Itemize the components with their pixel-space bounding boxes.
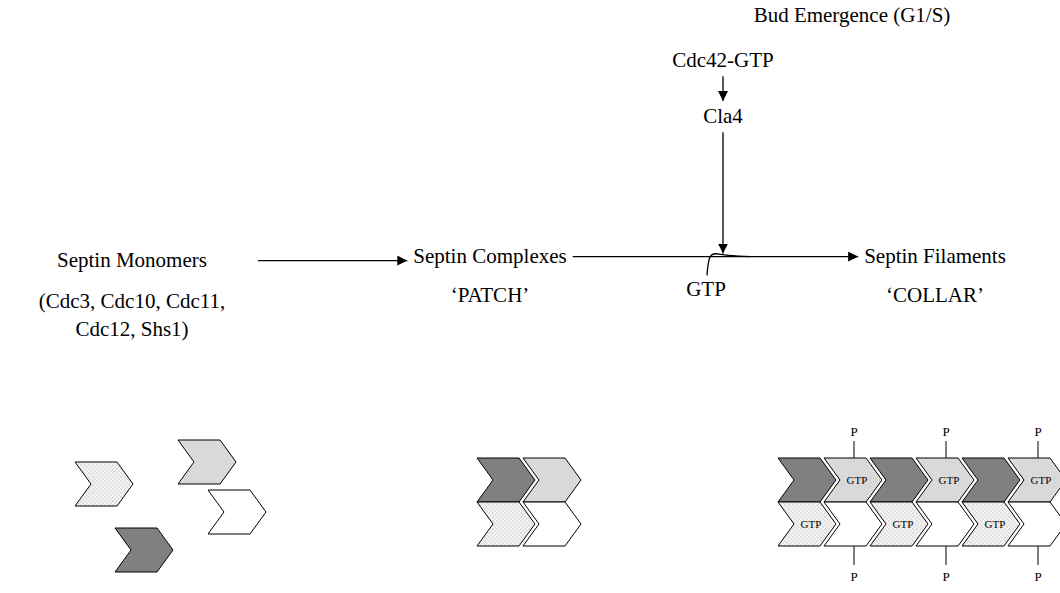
node-heading: Septin Complexes <box>413 244 566 269</box>
phosphate-label: P <box>1034 570 1041 584</box>
gtp-bound-label: GTP <box>939 474 960 486</box>
septin-chevron <box>115 528 173 572</box>
phosphate-line <box>946 546 947 565</box>
septin-chevron <box>477 458 535 502</box>
septin-chevron <box>824 458 882 502</box>
septin-chevron <box>523 502 581 546</box>
septin-chevron <box>962 502 1020 546</box>
phosphate-line <box>854 546 855 565</box>
phosphate-label: P <box>850 425 857 439</box>
node-heading: Septin Monomers <box>12 248 252 273</box>
septin-chevron <box>523 458 581 502</box>
gtp-bound-label: GTP <box>801 518 822 530</box>
gtp-input-curve <box>707 254 750 276</box>
arrow-connector <box>573 256 858 257</box>
gtp-input-label: GTP <box>686 278 726 301</box>
phosphate-label: P <box>850 570 857 584</box>
septin-chevron <box>75 462 133 506</box>
node-heading: Cla4 <box>703 104 743 129</box>
phosphate-line <box>854 441 855 458</box>
activation-arrow <box>722 132 723 253</box>
node-heading: Cdc42-GTP <box>672 48 774 73</box>
chevron-group <box>75 440 1060 572</box>
node-subtext: (Cdc3, Cdc10, Cdc11, Cdc12, Shs1) <box>12 288 252 343</box>
septin-chevron <box>962 458 1020 502</box>
septin-chevron <box>178 440 236 484</box>
stage-label: Septin Complexes ‘PATCH’ <box>413 244 566 308</box>
gtp-bound-label: GTP <box>893 518 914 530</box>
septin-chevron <box>778 502 836 546</box>
stage-label: Septin Monomers (Cdc3, Cdc10, Cdc11, Cdc1… <box>12 248 252 344</box>
septin-chevron <box>1008 502 1060 546</box>
septin-chevron <box>916 458 974 502</box>
phosphate-label: P <box>942 570 949 584</box>
septin-chevron <box>916 502 974 546</box>
septin-chevron <box>1008 458 1060 502</box>
septin-chevron <box>778 458 836 502</box>
node-heading: Septin Filaments <box>864 244 1006 269</box>
septin-chevron <box>824 502 882 546</box>
septin-chevron <box>870 502 928 546</box>
phosphate-label: P <box>942 425 949 439</box>
septin-chevron <box>870 458 928 502</box>
gtp-bound-label: GTP <box>985 518 1006 530</box>
kinase-label: Cla4 <box>703 104 743 129</box>
septin-chevron <box>477 502 535 546</box>
arrow-connector <box>722 76 723 101</box>
gtp-bound-label: GTP <box>847 474 868 486</box>
stage-label: Septin Filaments ‘COLLAR’ <box>864 244 1006 308</box>
arrow-connector <box>258 260 407 261</box>
signal-label: Cdc42-GTP <box>672 48 774 73</box>
node-subtext: ‘COLLAR’ <box>864 283 1006 308</box>
diagram-title: Bud Emergence (G1/S) <box>754 3 951 28</box>
phosphate-label: P <box>1034 425 1041 439</box>
phosphate-line <box>1038 441 1039 458</box>
phosphate-line <box>1038 546 1039 565</box>
phosphate-line <box>946 441 947 458</box>
node-subtext: ‘PATCH’ <box>413 283 566 308</box>
phosphate-lines <box>854 441 1038 565</box>
gtp-bound-label: GTP <box>1031 474 1052 486</box>
septin-chevron <box>208 490 266 534</box>
